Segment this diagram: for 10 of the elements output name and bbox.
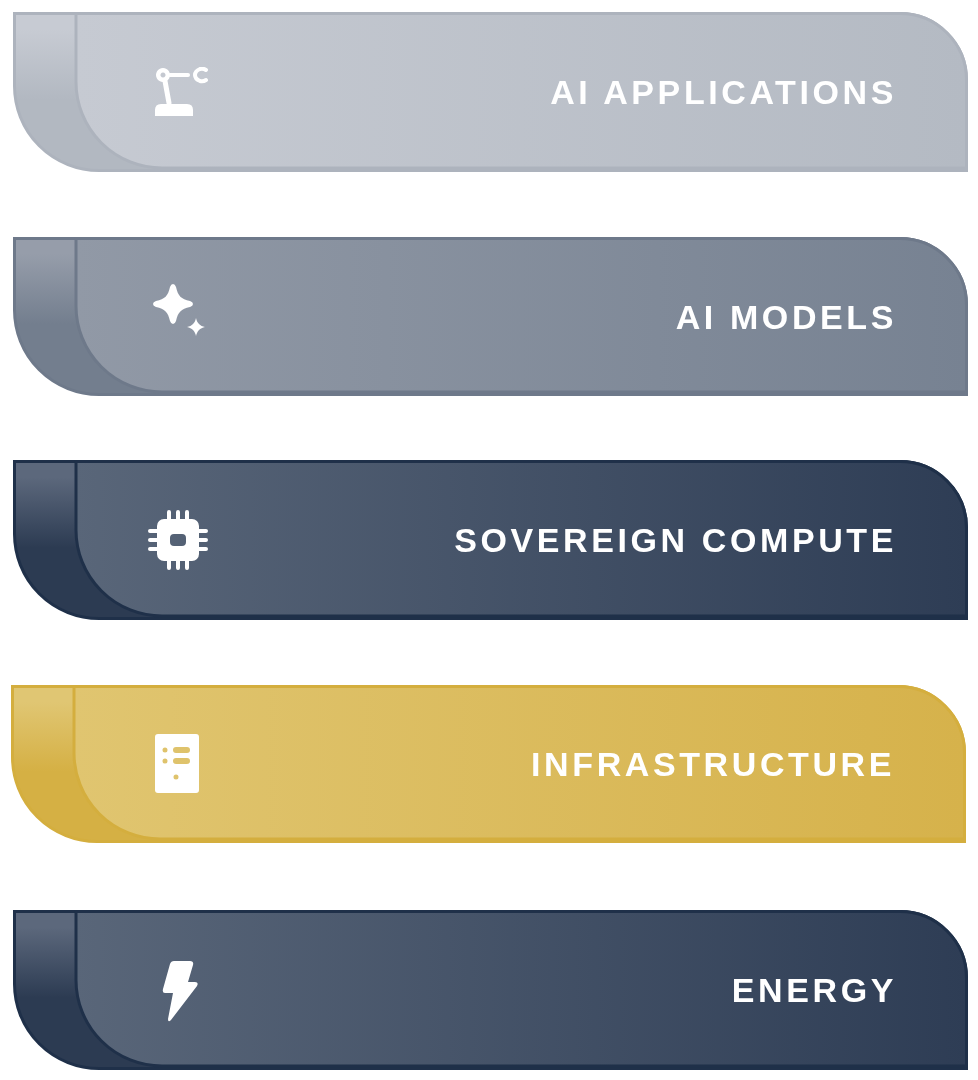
layer-label: SOVEREIGN COMPUTE — [454, 523, 897, 557]
layer-band — [13, 237, 968, 396]
layer-label: AI APPLICATIONS — [550, 75, 897, 109]
layer-label: AI MODELS — [675, 299, 897, 334]
layer-band — [13, 910, 968, 1070]
layer-band — [13, 460, 968, 620]
layer-label: ENERGY — [731, 973, 897, 1007]
layer-band — [11, 685, 966, 843]
layer-band — [13, 12, 968, 172]
layer-label: INFRASTRUCTURE — [531, 747, 895, 781]
